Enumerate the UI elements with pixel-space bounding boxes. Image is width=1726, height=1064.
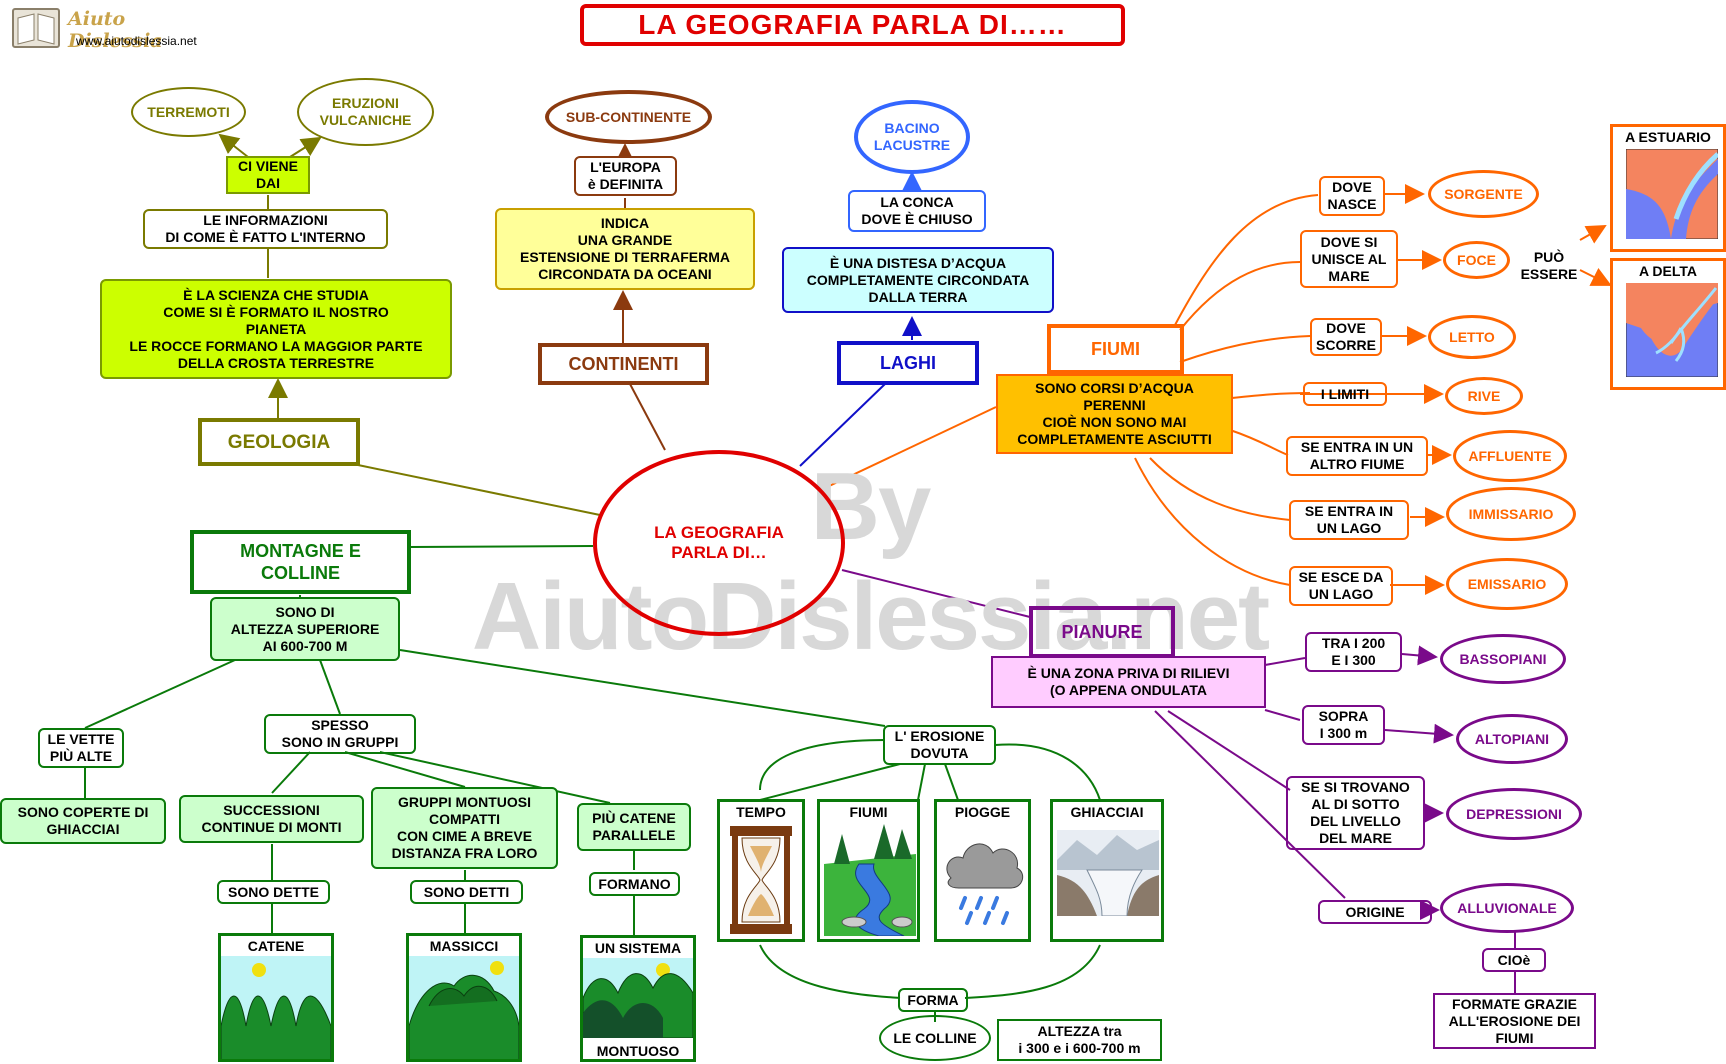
catene-mountains-icon [221,956,331,1059]
glacier-icon [1057,830,1159,916]
rive-node: RIVE [1445,377,1523,415]
montagne-vette: LE VETTE PIÙ ALTE [38,728,124,768]
eruzioni-node: ERUZIONI VULCANICHE [297,78,434,146]
geologia-desc: È LA SCIENZA CHE STUDIA COME SI È FORMAT… [100,279,452,379]
fiumi-node[interactable]: FIUMI [1047,324,1184,374]
foce-node: FOCE [1443,241,1510,279]
pianure-q-bassopiani: TRA I 200 E I 300 [1305,632,1402,672]
laghi-desc: È UNA DISTESA D’ACQUA COMPLETAMENTE CIRC… [782,247,1054,313]
tempo-card: TEMPO [717,799,805,942]
terremoti-node: TERREMOTI [131,87,246,137]
page-title: LA GEOGRAFIA PARLA DI…… [580,4,1125,46]
fiumi-desc: SONO CORSI D’ACQUA PERENNI CIOÈ NON SONO… [996,374,1233,454]
ghiacciai-label: GHIACCIAI [1070,804,1144,820]
massicci-card: MASSICCI [406,933,522,1062]
pianure-cioe: CIOè [1482,948,1546,972]
book-icon [12,8,60,48]
sistema-mountains-icon [583,958,693,1038]
rain-cloud-icon [946,843,1024,925]
geologia-ci-viene: CI VIENE DAI [226,156,310,194]
sub-continente-node: SUB-CONTINENTE [545,90,712,144]
laghi-node[interactable]: LAGHI [837,341,979,385]
montagne-node[interactable]: MONTAGNE E COLLINE [190,530,411,594]
montagne-desc: SONO DI ALTEZZA SUPERIORE AI 600-700 M [210,597,400,661]
fiumi-q-mare: DOVE SI UNISCE AL MARE [1300,230,1398,288]
fiumi-q-limiti: I LIMITI [1303,382,1387,406]
fiumi-q-affluente: SE ENTRA IN UN ALTRO FIUME [1286,436,1428,476]
fiumi-q-scorre: DOVE SCORRE [1310,318,1382,356]
river-icon [824,824,916,936]
fiumi-erosione-label: FIUMI [849,804,888,820]
pianure-node[interactable]: PIANURE [1029,606,1175,658]
montagne-spesso: SPESSO SONO IN GRUPPI [264,714,416,754]
geologia-node[interactable]: GEOLOGIA [198,418,360,466]
sistema-card: UN SISTEMA MONTUOSO [580,935,696,1062]
estuario-card: A ESTUARIO [1610,124,1726,252]
hourglass-icon [730,826,792,934]
colline-node: LE COLLINE [879,1015,991,1061]
montagne-formano: FORMANO [589,872,680,896]
puo-essere-label: PUÒ ESSERE [1520,249,1578,282]
montagne-sono-dette: SONO DETTE [217,880,330,904]
fiumi-q-immissario: SE ENTRA IN UN LAGO [1289,500,1409,540]
geologia-info: LE INFORMAZIONI DI COME È FATTO L'INTERN… [143,209,388,249]
fiumi-q-nasce: DOVE NASCE [1319,176,1385,216]
piogge-card: PIOGGE [934,799,1031,942]
continenti-europa: L'EUROPA è DEFINITA [574,156,677,196]
montagne-piu-catene: PIÙ CATENE PARALLELE [577,803,691,851]
emissario-node: EMISSARIO [1446,558,1568,610]
sistema-montuoso-label: MONTUOSO [596,1043,680,1059]
logo: Aiuto Dislessia www.aiutodislessia.net [10,4,215,52]
delta-map-icon [1626,283,1718,377]
ghiacciai-card: GHIACCIAI [1050,799,1164,942]
sistema-label: UN SISTEMA [594,940,682,956]
alluvionale-node: ALLUVIONALE [1440,883,1574,933]
delta-label: A DELTA [1638,263,1698,279]
bacino-lacustre-node: BACINO LACUSTRE [854,100,970,174]
delta-card: A DELTA [1610,258,1726,390]
pianure-q-origine: ORIGINE [1318,900,1432,924]
estuario-label: A ESTUARIO [1625,129,1711,145]
fiumi-card: FIUMI [817,799,920,942]
pianure-formate: FORMATE GRAZIE ALL'EROSIONE DEI FIUMI [1433,993,1596,1049]
letto-node: LETTO [1428,315,1516,359]
fiumi-q-emissario: SE ESCE DA UN LAGO [1289,566,1393,606]
pianure-desc: È UNA ZONA PRIVA DI RILIEVI (O APPENA ON… [991,656,1266,708]
immissario-node: IMMISSARIO [1446,487,1576,541]
massicci-mountains-icon [409,956,519,1059]
pianure-q-altopiani: SOPRA I 300 m [1302,705,1385,745]
catene-label: CATENE [247,938,305,954]
massicci-label: MASSICCI [429,938,499,954]
sorgente-node: SORGENTE [1428,170,1539,218]
altopiani-node: ALTOPIANI [1456,714,1568,764]
laghi-conca: LA CONCA DOVE È CHIUSO [848,190,986,232]
center-node[interactable]: LA GEOGRAFIA PARLA DI… [593,450,845,636]
estuario-map-icon [1626,149,1718,239]
montagne-gruppi: GRUPPI MONTUOSI COMPATTI CON CIME A BREV… [371,787,558,869]
affluente-node: AFFLUENTE [1453,430,1567,482]
erosione-node[interactable]: L' EROSIONE DOVUTA [883,725,996,765]
montagne-successioni: SUCCESSIONI CONTINUE DI MONTI [179,795,364,843]
continenti-desc: INDICA UNA GRANDE ESTENSIONE DI TERRAFER… [495,208,755,290]
catene-card: CATENE [218,933,334,1062]
forma-label: FORMA [898,988,968,1012]
logo-url[interactable]: www.aiutodislessia.net [76,34,197,48]
logo-name: Aiuto Dislessia [68,8,163,52]
bassopiani-node: BASSOPIANI [1440,634,1566,684]
pianure-q-depressioni: SE SI TROVANO AL DI SOTTO DEL LIVELLO DE… [1286,776,1425,850]
colline-altezza: ALTEZZA tra i 300 e i 600-700 m [997,1019,1162,1061]
tempo-label: TEMPO [736,804,786,820]
montagne-sono-detti: SONO DETTI [410,880,523,904]
depressioni-node: DEPRESSIONI [1446,788,1582,840]
montagne-coperte: SONO COPERTE DI GHIACCIAI [0,798,166,844]
piogge-label: PIOGGE [954,804,1011,820]
continenti-node[interactable]: CONTINENTI [538,343,709,385]
